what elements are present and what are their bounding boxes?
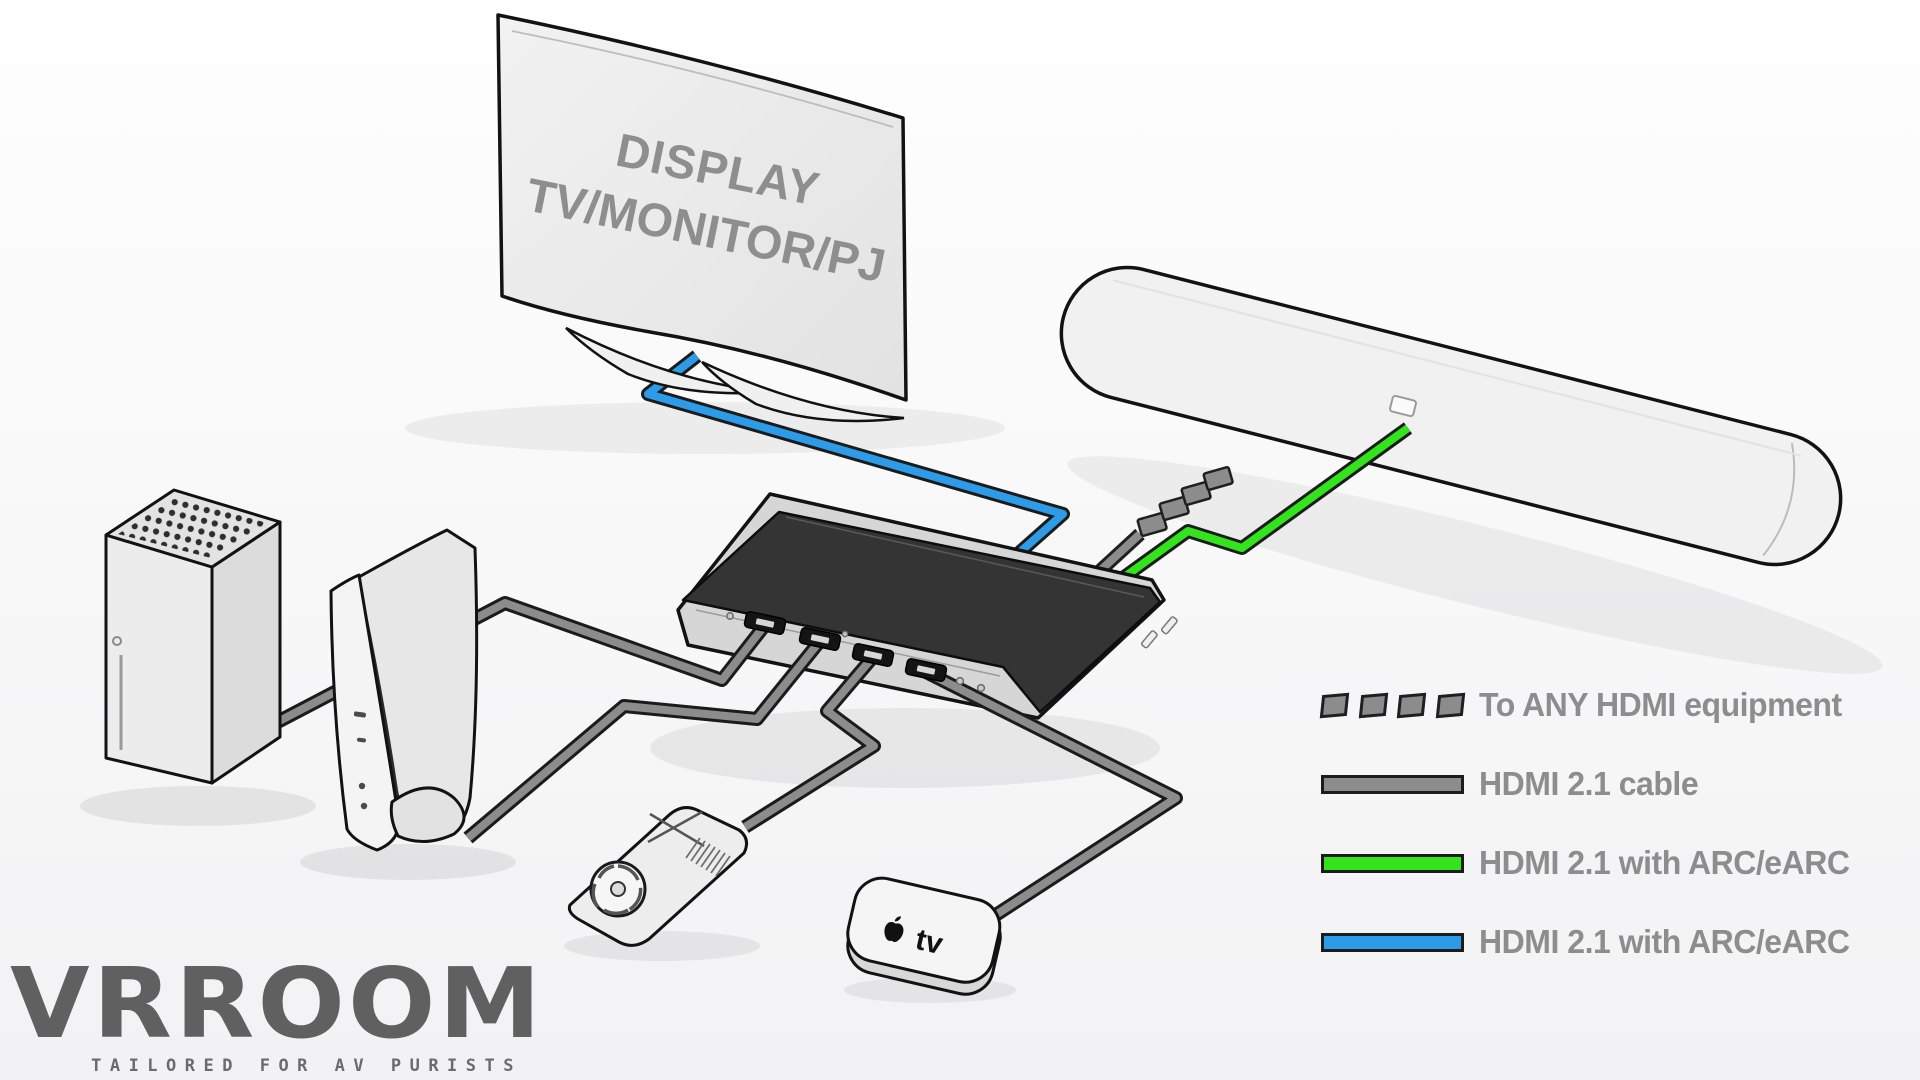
legend-item-arc-blue: HDMI 2.1 with ARC/eARC <box>1321 922 1861 962</box>
power-button-icon <box>112 636 122 646</box>
vent-grid <box>118 497 267 558</box>
soundbar <box>1059 265 1843 567</box>
display-tv: DISPLAY TV/MONITOR/PJ <box>496 13 908 423</box>
gpu-fan-icon <box>589 860 647 918</box>
cable-gpu <box>741 652 881 833</box>
cable-hdmi-arc-green <box>1093 422 1413 602</box>
game-console-vertical <box>329 528 479 852</box>
tv-stand <box>565 326 905 423</box>
legend-label: HDMI 2.1 with ARC/eARC <box>1479 923 1850 960</box>
console-stand <box>389 786 466 843</box>
apple-logo-icon <box>884 916 904 943</box>
legend-item-arc-green: HDMI 2.1 with ARC/eARC <box>1321 843 1861 883</box>
legend-label: HDMI 2.1 with ARC/eARC <box>1479 844 1850 881</box>
legend-label: HDMI 2.1 cable <box>1479 765 1699 802</box>
legend-label: To ANY HDMI equipment <box>1479 686 1842 723</box>
legend-swatch-blue-icon <box>1321 932 1464 952</box>
cable-apple-tv <box>922 665 1183 926</box>
vrroom-logo-wordmark: VRROOM <box>10 947 545 1060</box>
legend-swatch-green-icon <box>1321 853 1464 873</box>
legend-swatch-dashed-icon <box>1319 692 1466 718</box>
soundbar-hdmi-port <box>1389 394 1417 418</box>
legend-item-any-hdmi: To ANY HDMI equipment <box>1319 685 1853 725</box>
pc-graphics-card <box>567 806 749 947</box>
cable-hdmi-sources <box>262 596 1183 926</box>
vrroom-logo: VRROOM TAILORED FOR AV PURISTS <box>10 955 541 1077</box>
legend-swatch-gray-icon <box>1321 774 1464 794</box>
cable-playstation <box>463 636 826 844</box>
vrroom-logo-tagline: TAILORED FOR AV PURISTS <box>91 1056 522 1077</box>
cable-dashed-any-hdmi <box>1085 465 1234 586</box>
legend-item-hdmi-cable: HDMI 2.1 cable <box>1321 764 1705 804</box>
apple-tv: tv <box>846 876 1002 996</box>
hdmi-switch <box>676 492 1166 720</box>
hdmi-switch-ports <box>726 611 1178 693</box>
game-console-tower <box>104 488 282 785</box>
